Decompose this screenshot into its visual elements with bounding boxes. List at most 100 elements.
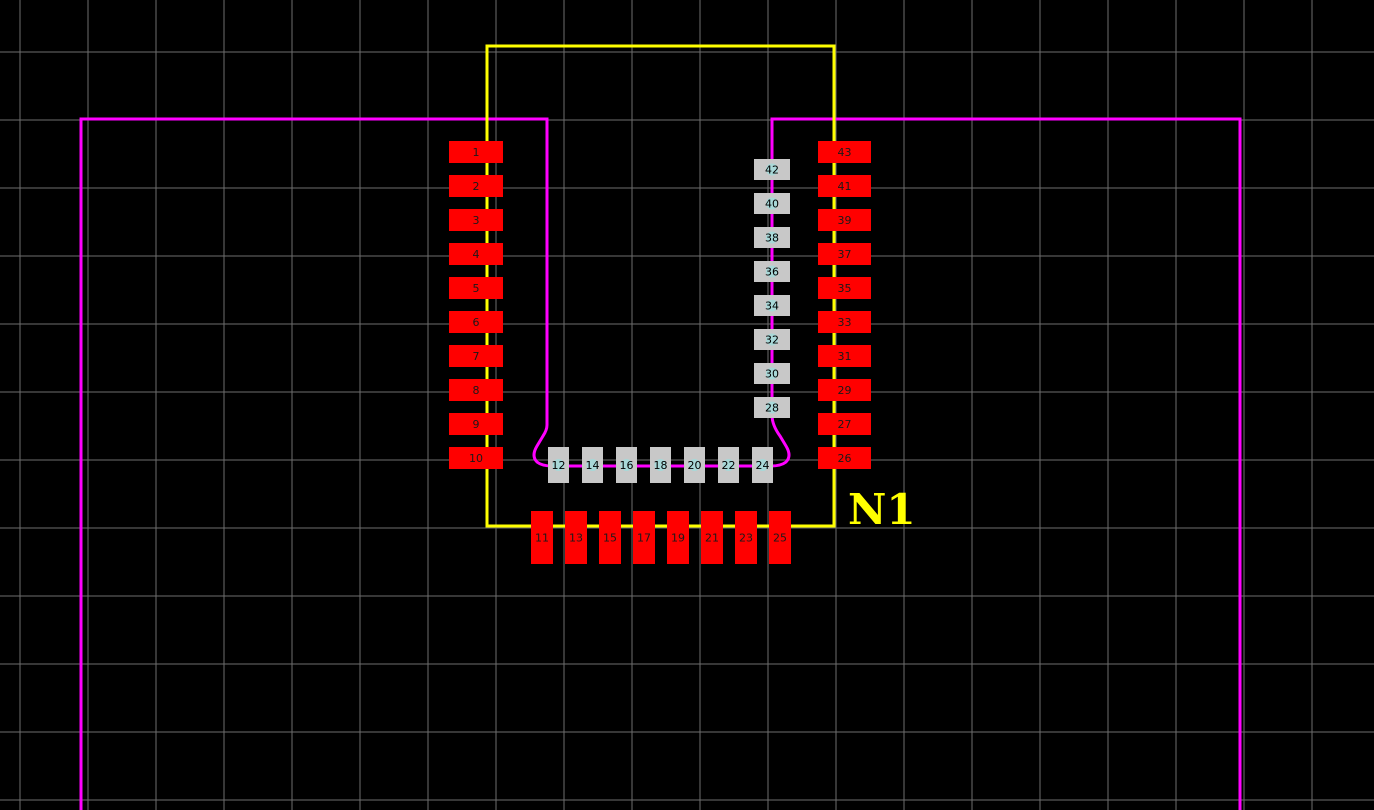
pad-24[interactable]: 24 <box>752 447 773 483</box>
pad-19[interactable]: 19 <box>667 511 689 564</box>
pad-43[interactable]: 43 <box>818 141 871 163</box>
pad-label: 32 <box>765 334 779 347</box>
pad-41[interactable]: 41 <box>818 175 871 197</box>
pad-11[interactable]: 11 <box>531 511 553 564</box>
pad-label: 20 <box>688 459 702 472</box>
pad-drill <box>688 459 701 471</box>
pad-29[interactable]: 29 <box>818 379 871 401</box>
pad-shape <box>769 511 791 564</box>
pad-label: 18 <box>654 459 668 472</box>
pad-label: 33 <box>838 316 852 329</box>
pad-40[interactable]: 40 <box>754 193 790 214</box>
pad-31[interactable]: 31 <box>818 345 871 367</box>
pad-30[interactable]: 30 <box>754 363 790 384</box>
pad-shape <box>818 379 871 401</box>
pad-4[interactable]: 4 <box>449 243 503 265</box>
pad-label: 36 <box>765 266 779 279</box>
pad-15[interactable]: 15 <box>599 511 621 564</box>
pad-label: 13 <box>569 532 583 545</box>
pad-label: 16 <box>620 459 634 472</box>
pad-label: 28 <box>765 402 779 415</box>
pad-shape <box>667 511 689 564</box>
pad-26[interactable]: 26 <box>818 447 871 469</box>
pad-8[interactable]: 8 <box>449 379 503 401</box>
pad-3[interactable]: 3 <box>449 209 503 231</box>
pad-label: 43 <box>838 146 852 159</box>
pad-shape <box>818 141 871 163</box>
pad-shape <box>599 511 621 564</box>
pad-18[interactable]: 18 <box>650 447 671 483</box>
pad-label: 34 <box>765 300 779 313</box>
pad-38[interactable]: 38 <box>754 227 790 248</box>
pad-shape <box>818 209 871 231</box>
pad-shape <box>531 511 553 564</box>
pads-left: 1 2 3 4 5 6 7 8 9 10 <box>449 141 503 469</box>
pad-13[interactable]: 13 <box>565 511 587 564</box>
pad-label: 30 <box>765 368 779 381</box>
pad-10[interactable]: 10 <box>449 447 503 469</box>
pad-27[interactable]: 27 <box>818 413 871 435</box>
pad-label: 40 <box>765 198 779 211</box>
pad-label: 19 <box>671 532 685 545</box>
pad-label: 8 <box>473 384 480 397</box>
pad-label: 10 <box>469 452 483 465</box>
pad-28[interactable]: 28 <box>754 397 790 418</box>
component-refdes[interactable]: N1 <box>848 485 916 534</box>
pad-7[interactable]: 7 <box>449 345 503 367</box>
pad-drill <box>654 459 667 471</box>
pad-drill <box>766 197 778 210</box>
pad-37[interactable]: 37 <box>818 243 871 265</box>
pad-label: 11 <box>535 532 549 545</box>
pad-drill <box>766 265 778 278</box>
pad-shape <box>818 345 871 367</box>
pad-shape <box>633 511 655 564</box>
pads-inner-bottom: 12 14 16 18 20 22 24 <box>548 447 773 483</box>
pads-right: 43 41 39 37 35 33 31 29 27 26 <box>818 141 871 469</box>
pad-shape <box>818 277 871 299</box>
pad-shape <box>449 209 503 231</box>
pad-25[interactable]: 25 <box>769 511 791 564</box>
pad-label: 27 <box>838 418 852 431</box>
pad-shape <box>818 447 871 469</box>
pad-5[interactable]: 5 <box>449 277 503 299</box>
pad-label: 17 <box>637 532 651 545</box>
pad-shape <box>818 413 871 435</box>
pad-drill <box>552 459 565 471</box>
pads-inner-right: 42 40 38 36 34 32 30 28 <box>754 159 790 418</box>
pad-21[interactable]: 21 <box>701 511 723 564</box>
pad-label: 7 <box>473 350 480 363</box>
pad-shape <box>449 243 503 265</box>
pad-drill <box>586 459 599 471</box>
pad-42[interactable]: 42 <box>754 159 790 180</box>
pad-label: 14 <box>586 459 600 472</box>
pad-label: 42 <box>765 164 779 177</box>
pad-shape <box>449 141 503 163</box>
pad-9[interactable]: 9 <box>449 413 503 435</box>
pad-6[interactable]: 6 <box>449 311 503 333</box>
pad-16[interactable]: 16 <box>616 447 637 483</box>
pad-20[interactable]: 20 <box>684 447 705 483</box>
pad-34[interactable]: 34 <box>754 295 790 316</box>
pad-shape <box>701 511 723 564</box>
pad-17[interactable]: 17 <box>633 511 655 564</box>
pad-label: 4 <box>473 248 480 261</box>
pad-label: 9 <box>473 418 480 431</box>
pad-1[interactable]: 1 <box>449 141 503 163</box>
pad-shape <box>818 311 871 333</box>
pad-label: 25 <box>773 532 787 545</box>
pad-shape <box>818 243 871 265</box>
pad-22[interactable]: 22 <box>718 447 739 483</box>
pad-39[interactable]: 39 <box>818 209 871 231</box>
pad-23[interactable]: 23 <box>735 511 757 564</box>
pad-2[interactable]: 2 <box>449 175 503 197</box>
pad-32[interactable]: 32 <box>754 329 790 350</box>
pad-35[interactable]: 35 <box>818 277 871 299</box>
pad-36[interactable]: 36 <box>754 261 790 282</box>
pad-12[interactable]: 12 <box>548 447 569 483</box>
pad-33[interactable]: 33 <box>818 311 871 333</box>
pad-14[interactable]: 14 <box>582 447 603 483</box>
pad-label: 29 <box>838 384 852 397</box>
pad-label: 41 <box>838 180 852 193</box>
